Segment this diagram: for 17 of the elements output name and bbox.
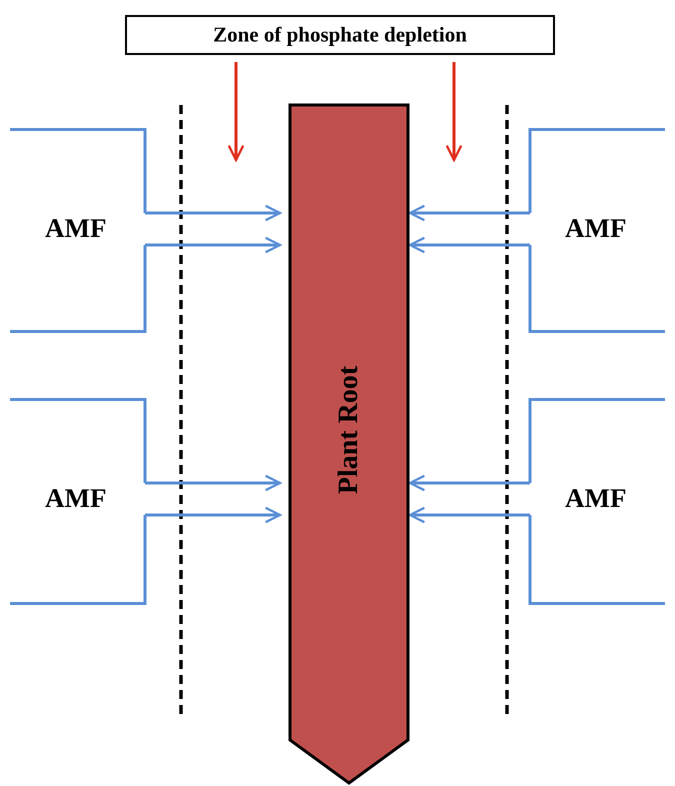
arrow: [145, 474, 282, 492]
arrow: [446, 62, 462, 162]
arrow: [145, 506, 282, 524]
fungus-label: AMF: [565, 483, 626, 514]
arrow: [408, 204, 530, 222]
zone-label: Zone of phosphate depletion: [213, 22, 467, 48]
fungus-label: AMF: [565, 213, 626, 244]
fungus-label: AMF: [45, 213, 106, 244]
arrow: [145, 204, 282, 222]
fungus-label: AMF: [45, 483, 106, 514]
root-label: Plant Root: [333, 366, 365, 494]
arrow: [408, 474, 530, 492]
arrow: [408, 236, 530, 254]
arrow: [145, 236, 282, 254]
label-box: [125, 15, 555, 55]
arrow: [408, 506, 530, 524]
arrow: [228, 62, 244, 162]
